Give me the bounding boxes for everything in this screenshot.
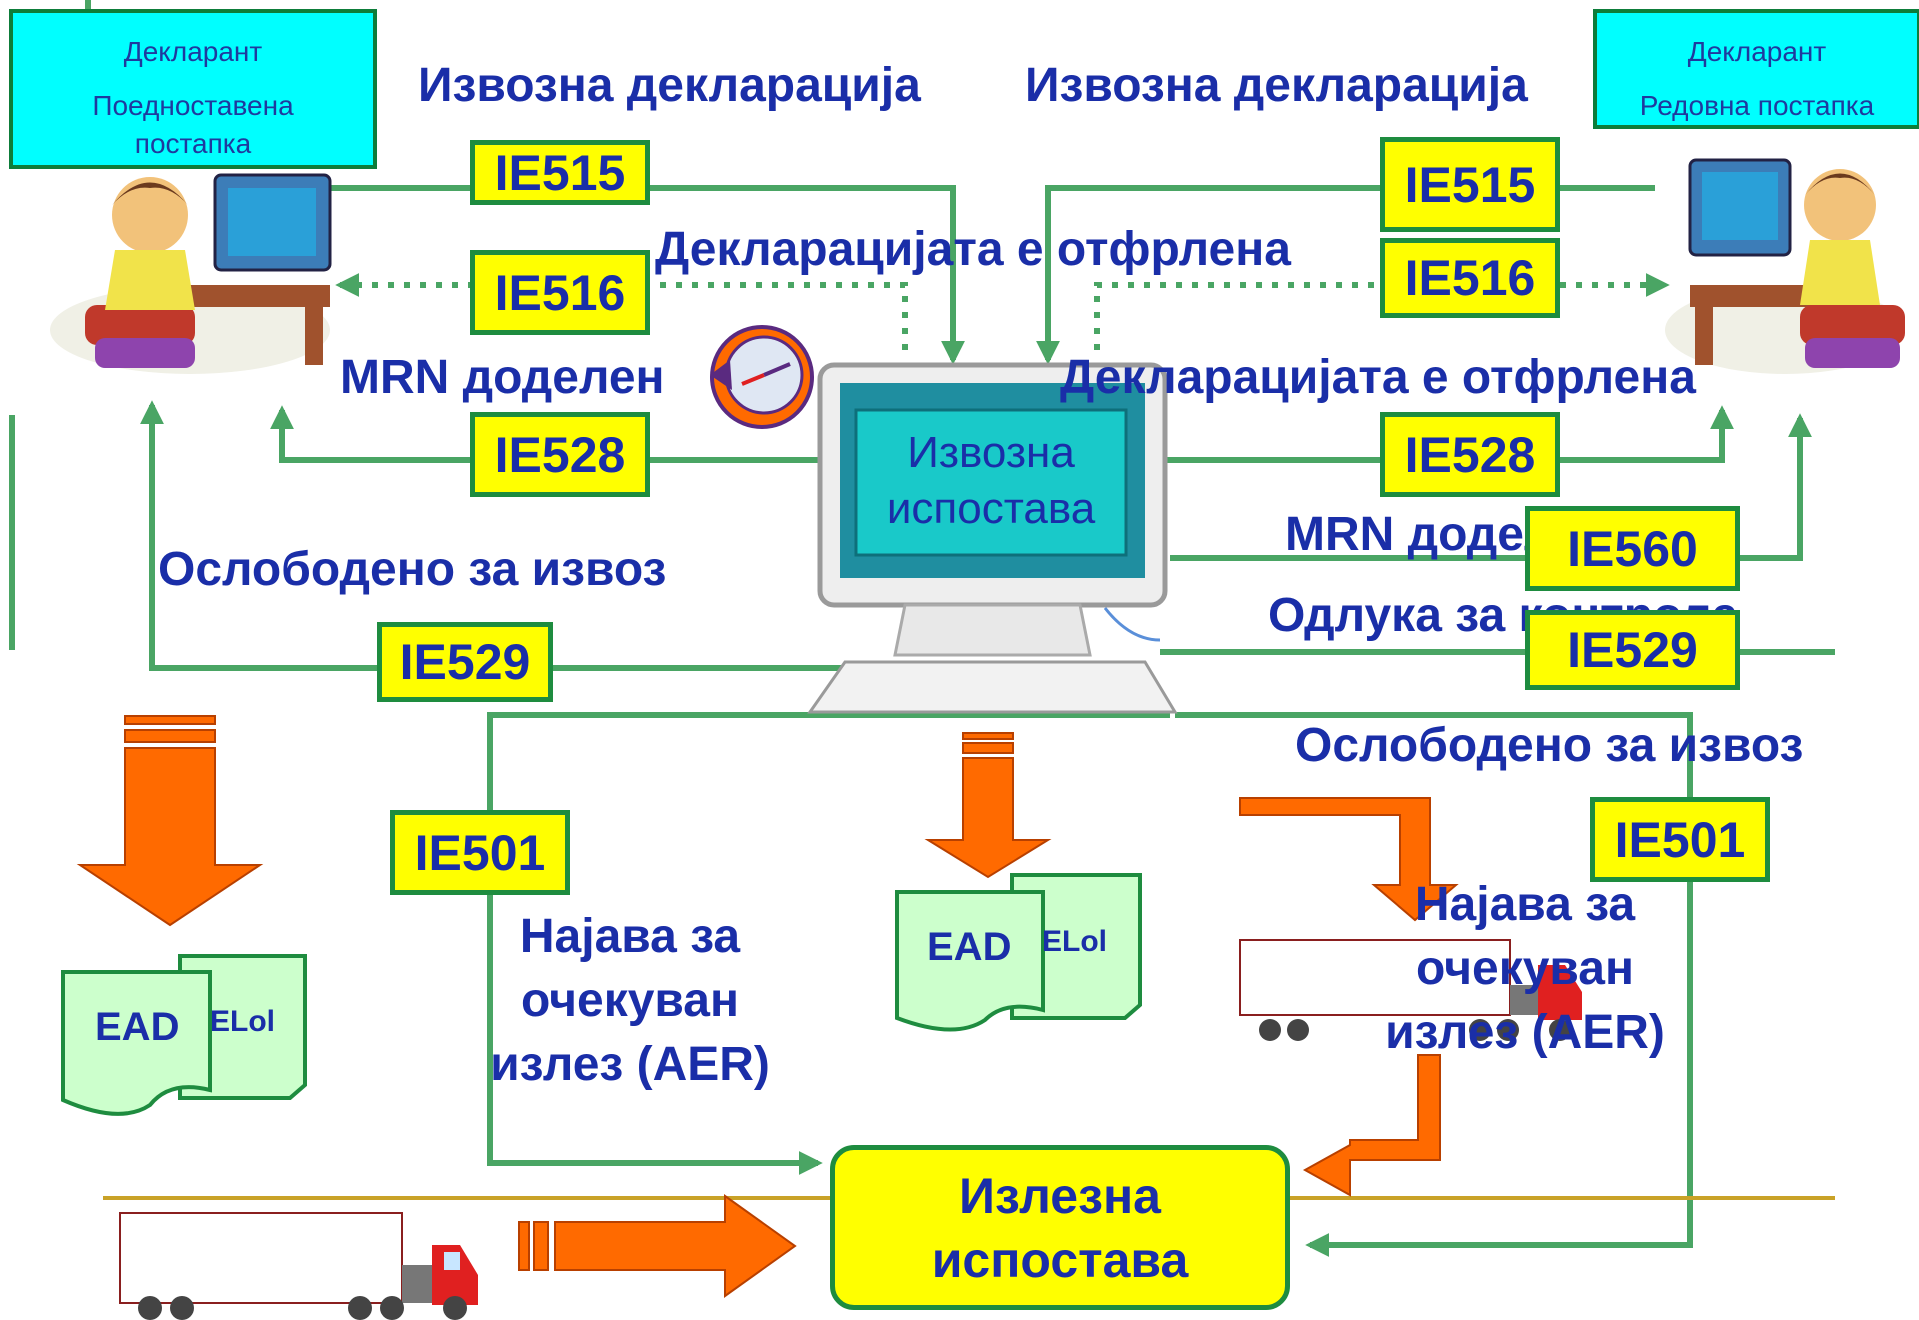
shirt (1800, 240, 1880, 305)
arrow-bottom-stripe-1 (518, 1221, 530, 1271)
mrn-assigned-left-label: MRN доделен (340, 351, 665, 404)
arrow-bottom-right (554, 1194, 797, 1298)
ie501-right-connector (1175, 712, 1693, 1257)
export-office-computer (807, 362, 1178, 714)
ie528-left-message: IE528 (470, 412, 650, 497)
arrow-left-down (76, 747, 264, 927)
head (112, 177, 188, 253)
ie529-right-message: IE529 (1525, 610, 1740, 690)
truck-right (1239, 939, 1582, 1041)
arrow-left-stripe-1 (124, 715, 216, 725)
exit-office-label: Излезна испостава (931, 1167, 1189, 1288)
arrow-right-bend-left (1302, 1054, 1441, 1197)
ie560-right-message: IE560 (1525, 506, 1740, 591)
ie516-right-connector (1094, 273, 1670, 350)
head (1804, 169, 1876, 241)
declaration-rejected-top-label: Декларацијата е отфрлена (655, 223, 1291, 276)
ie529-left-connector (140, 400, 858, 671)
released-for-export-right-label: Ослободено за извоз (1295, 719, 1804, 772)
export-declaration-right-label: Извозна декларација (1025, 59, 1528, 112)
screen-panel (854, 408, 1128, 557)
export-declaration-left-label: Извозна декларација (418, 59, 921, 112)
export-office-label: Извозна испостава (886, 428, 1096, 533)
declarant-right-procedure: Редовна постапка (1639, 90, 1875, 121)
ie560-right-connector (1170, 413, 1812, 561)
ie528-right-connector (1160, 405, 1734, 463)
elol-left-label: ELol (210, 1005, 275, 1038)
ead-left-label: EAD (95, 1005, 180, 1049)
arrow-center-stripe-1 (962, 732, 1014, 740)
ie516-right-message: IE516 (1380, 238, 1560, 318)
ie528-right-message: IE528 (1380, 412, 1560, 497)
aer-left-label: Најава за очекуван излез (AER) (490, 910, 770, 1091)
shirt (105, 250, 195, 310)
clock-icon (710, 325, 814, 429)
ead-center-label: EAD (927, 925, 1012, 969)
arrow-bottom-stripe-2 (533, 1221, 549, 1271)
ie515-right-message: IE515 (1380, 137, 1560, 232)
arrow-left-stripe-2 (124, 729, 216, 743)
ie529-left-message: IE529 (377, 622, 553, 702)
desk (1690, 285, 1830, 307)
ie516-left-message: IE516 (470, 250, 650, 335)
ie501-left-message: IE501 (390, 810, 570, 895)
books (85, 305, 195, 345)
ie515-left-message: IE515 (470, 140, 650, 205)
documents-left (61, 954, 307, 1116)
declarant-left-procedure: Поедноставена постапка (92, 90, 294, 159)
truck-bottom (119, 1212, 478, 1320)
ie501-right-message: IE501 (1590, 797, 1770, 882)
arrow-center-down (924, 757, 1052, 879)
released-for-export-left-label: Ослободено за извоз (158, 543, 667, 596)
ie501-left-connector (487, 712, 1170, 1175)
arrow-center-stripe-2 (962, 742, 1014, 754)
declarant-right-box: Декларант Редовна постапка (1593, 9, 1919, 129)
monitor-stand (893, 603, 1092, 657)
exit-office-box: Излезна испостава (830, 1145, 1290, 1310)
elol-center-label: ELol (1042, 925, 1107, 958)
declarant-right-title: Декларант (1687, 36, 1827, 67)
ie516-left-connector (335, 273, 908, 350)
ead-doc-left (61, 970, 212, 1116)
declaration-rejected-right-label: Декларацијата е отфрлена (1060, 351, 1696, 404)
declarant-left-title: Декларант (123, 36, 263, 67)
books (1800, 305, 1905, 345)
declarant-left-box: Декларант Поедноставена постапка (9, 9, 377, 169)
desk (180, 285, 330, 307)
declarant-left-figure (50, 173, 332, 374)
ead-doc-center (895, 890, 1045, 1032)
arrow-right-bend-down (1239, 797, 1459, 922)
cable (1103, 607, 1161, 642)
declarant-right-figure (1665, 158, 1905, 374)
documents-center (895, 873, 1142, 1032)
keyboard (807, 660, 1178, 714)
aer-right-label: Најава за очекуван излез (AER) (1385, 878, 1665, 1059)
